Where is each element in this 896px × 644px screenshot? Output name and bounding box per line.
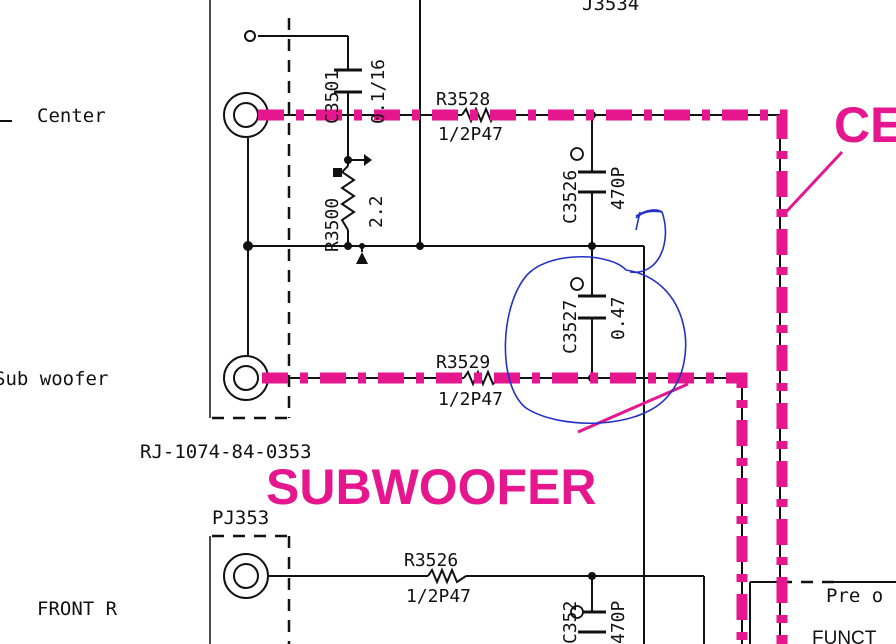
capacitor-c3526-symbol <box>578 170 606 194</box>
capacitor-c3526-polarity <box>570 147 584 161</box>
open-terminal <box>244 30 256 42</box>
subwoofer-callout-line <box>577 382 689 434</box>
connector-part-label: RJ-1074-84-0353 <box>140 441 312 463</box>
front-r-label: FRONT R <box>37 598 118 620</box>
jack-front-r <box>223 553 269 599</box>
r3529-value: 1/2P47 <box>438 389 503 410</box>
highlight-subwoofer-path <box>262 372 748 644</box>
subwoofer-tag: SUBWOOFER <box>266 459 597 515</box>
center-callout-line <box>784 150 844 214</box>
r3526-ref: R3526 <box>404 550 458 571</box>
pj353-label: PJ353 <box>212 507 269 529</box>
capacitor-c3527-polarity <box>570 277 584 291</box>
resistor-r3526-symbol <box>427 567 467 585</box>
jack-box-upper <box>212 18 291 420</box>
c-bottom-value: 470P <box>608 600 629 644</box>
r3528-ref: R3528 <box>436 89 490 110</box>
top-ref-label: J3534 <box>582 0 639 15</box>
flag-marker-lower <box>356 252 368 264</box>
c3526-value: 470P <box>608 166 629 210</box>
capacitor-c3527-symbol <box>578 294 606 320</box>
function-label: FUNCT <box>812 628 877 644</box>
c-bottom-ref: C352 <box>560 601 581 644</box>
c3526-ref: C3526 <box>560 170 581 224</box>
c3501-value: 0.1/16 <box>368 59 389 124</box>
c3527-value: 0.47 <box>608 297 629 340</box>
center-label: Center <box>37 105 106 127</box>
resistor-r3500-symbol <box>340 165 356 231</box>
capacitor-bottom-polarity <box>570 605 584 619</box>
sub-woofer-label: Sub woofer <box>0 368 108 390</box>
r3528-value: 1/2P47 <box>438 124 503 145</box>
c3501-ref: C3501 <box>322 70 343 124</box>
jack-box-lower <box>212 534 291 644</box>
r3500-value: 2.2 <box>366 195 387 228</box>
r3526-value: 1/2P47 <box>406 586 471 607</box>
pre-out-label: Pre o <box>826 585 883 607</box>
flag-marker-upper <box>364 154 372 166</box>
r3529-ref: R3529 <box>436 352 490 373</box>
center-tag: CE <box>834 97 896 153</box>
jack-sub-woofer <box>223 355 269 401</box>
test-point-marker <box>333 168 342 177</box>
highlight-center-path <box>258 109 788 644</box>
r3500-ref: R3500 <box>322 198 343 252</box>
pen-circle-annotation <box>504 256 687 425</box>
c3527-ref: C3527 <box>560 300 581 354</box>
jack-center <box>223 92 269 138</box>
pen-tick-annotation <box>635 211 641 231</box>
pen-arrow-annotation <box>629 209 667 273</box>
capacitor-c3501-symbol <box>334 68 362 94</box>
